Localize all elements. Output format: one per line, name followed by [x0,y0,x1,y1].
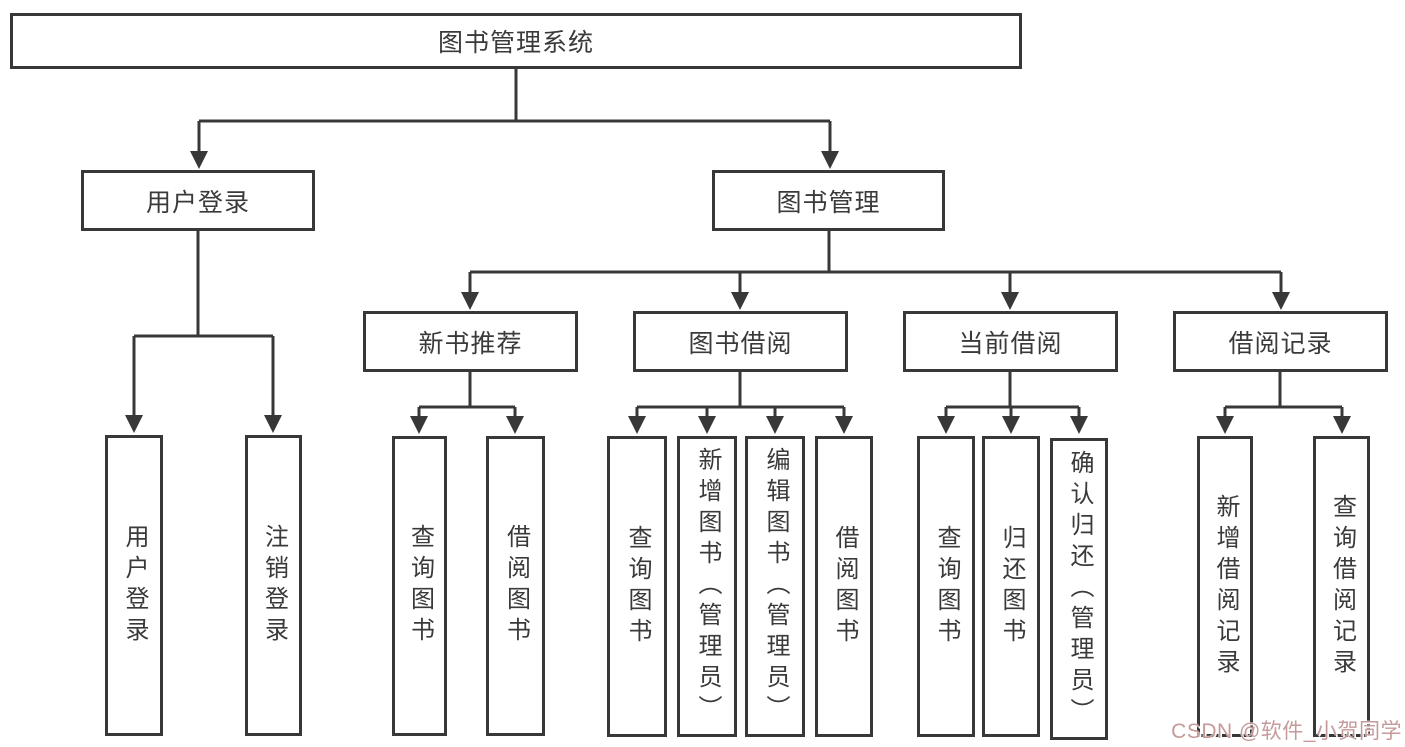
csdn-watermark: CSDN @软件_小贺同学 [1171,720,1402,743]
node-book-borrowing: 图书借阅 [633,311,848,372]
node-current-borrowing: 当前借阅 [903,311,1118,372]
node-borrowing-records: 借阅记录 [1173,311,1388,372]
node-new-book-recommendation: 新书推荐 [363,311,578,372]
leaf-query-borrow-record: 查询借阅记录 [1313,436,1370,737]
node-book-management: 图书管理 [712,170,945,231]
connector-paths [132,68,1344,418]
leaf-edit-books-admin: 编辑图书（管理员） [745,436,805,737]
leaf-logout: 注销登录 [245,435,302,736]
leaf-return-books: 归还图书 [982,436,1040,737]
leaf-confirm-return-admin: 确认归还（管理员） [1050,438,1108,740]
arrowheads [125,151,1351,434]
leaf-query-books-current: 查询图书 [917,436,975,737]
node-library-management-system: 图书管理系统 [10,13,1022,69]
leaf-add-books-admin: 新增图书（管理员） [677,436,737,737]
leaf-query-books-recommend: 查询图书 [392,436,447,736]
leaf-add-borrow-record: 新增借阅记录 [1197,436,1253,737]
node-user-login: 用户登录 [81,170,315,231]
leaf-query-books-borrow: 查询图书 [607,436,667,737]
leaf-user-login: 用户登录 [105,435,163,736]
leaf-borrow-books-recommend: 借阅图书 [486,436,545,736]
leaf-borrow-books: 借阅图书 [815,436,873,737]
